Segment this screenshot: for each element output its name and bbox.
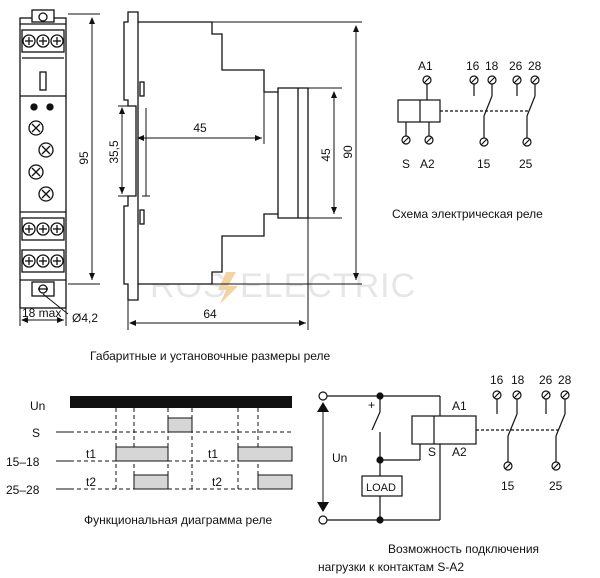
dim-width-max: [19, 293, 69, 326]
timing-row-15-18: 15–18: [6, 455, 40, 469]
dims-caption: Габаритные и установочные размеры реле: [90, 349, 331, 363]
dim-height-total-label: 95: [77, 151, 91, 165]
timing-caption: Функциональная диаграмма реле: [84, 513, 273, 527]
load-circuit: [317, 390, 570, 525]
timing-row-s: S: [32, 426, 40, 440]
schematic-terminal-16: 16: [466, 59, 480, 73]
dim-depth-total-label: 64: [203, 307, 217, 321]
load-box-label: LOAD: [366, 482, 396, 494]
watermark-right: ELECTRIC: [240, 267, 416, 305]
load-circuit-un: Un: [332, 451, 347, 465]
relay-side-view: [118, 11, 309, 301]
load-caption-line1: Возможность подключения: [388, 542, 539, 556]
load-terminal-26: 26: [539, 373, 553, 387]
schematic-terminal-a2: A2: [420, 157, 435, 171]
schematic-terminal-18: 18: [485, 59, 499, 73]
dim-height-total: [68, 13, 100, 285]
schematic-diagram: [397, 75, 540, 147]
timing-label-t2a: t2: [86, 475, 96, 489]
schematic-terminal-15: 15: [477, 157, 491, 171]
timing-label-t2b: t2: [212, 475, 222, 489]
dim-depth-inner: [137, 92, 265, 144]
timing-diagram: [56, 396, 293, 490]
dim-height-right-label: 45: [319, 148, 333, 162]
timing-label-t1a: t1: [86, 447, 96, 461]
load-circuit-a1: A1: [452, 399, 467, 413]
timing-label-t1b: t1: [208, 447, 218, 461]
load-circuit-plus: +: [368, 398, 375, 412]
schematic-terminal-s: S: [402, 157, 410, 171]
load-terminal-16: 16: [490, 373, 504, 387]
load-terminal-25: 25: [549, 479, 563, 493]
load-terminal-28: 28: [558, 373, 572, 387]
schematic-terminal-25: 25: [519, 157, 533, 171]
dim-mount-spacing-label: 35,5: [107, 140, 121, 164]
load-terminal-15: 15: [501, 479, 515, 493]
dim-height-overall-label: 90: [341, 145, 355, 159]
relay-front-view: [19, 9, 67, 309]
dim-hole-label: Ø4,2: [72, 311, 98, 325]
watermark-bolt-icon: [218, 272, 238, 304]
timing-row-un: Un: [30, 399, 45, 413]
load-caption-line2: нагрузки к контактам S-A2: [318, 560, 464, 574]
dim-height-overall: [212, 21, 362, 285]
schematic-terminal-28: 28: [528, 59, 542, 73]
schematic-terminal-26: 26: [509, 59, 523, 73]
load-circuit-a2: A2: [452, 445, 467, 459]
dim-depth-inner-label: 45: [193, 121, 207, 135]
dim-width-max-label: 18 max: [22, 306, 61, 320]
load-terminal-18: 18: [511, 373, 525, 387]
schematic-terminal-a1: A1: [418, 59, 433, 73]
schematic-caption: Схема электрическая реле: [392, 207, 543, 221]
dim-height-right: [308, 87, 342, 219]
dim-depth-total: [127, 218, 309, 330]
load-circuit-s: S: [428, 445, 436, 459]
timing-un-bar: [70, 396, 292, 408]
timing-row-25-28: 25–28: [6, 483, 40, 497]
